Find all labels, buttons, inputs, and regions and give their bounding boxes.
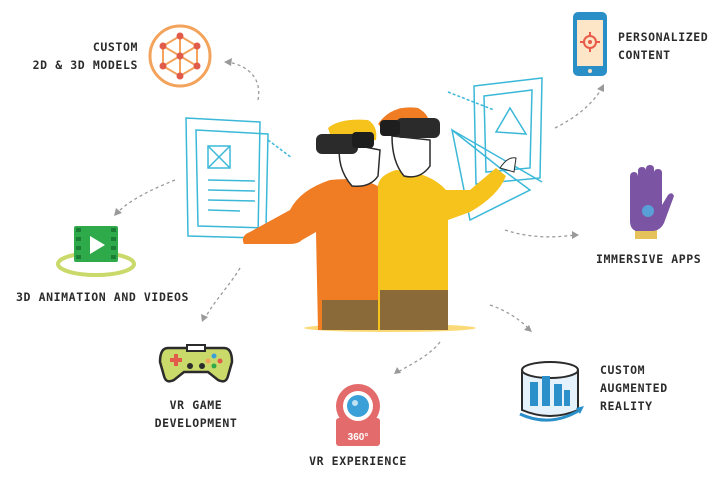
label-line: CUSTOM	[92, 40, 138, 54]
label-line: AUGMENTED	[600, 381, 668, 395]
phone-target-icon	[573, 12, 607, 76]
arrow-to-content	[554, 87, 603, 129]
video-play-icon	[56, 226, 136, 277]
connector-arrows	[117, 61, 603, 373]
gamepad-icon	[158, 344, 234, 383]
label-personalized-content: PERSONALIZED CONTENT	[618, 28, 708, 64]
label-custom-models: CUSTOM 2D & 3D MODELS	[20, 38, 138, 74]
label-line: DEVELOPMENT	[154, 416, 238, 430]
label-line: 2D & 3D MODELS	[32, 58, 138, 72]
label-line: REALITY	[600, 399, 653, 413]
label-line: CONTENT	[618, 48, 671, 62]
arrow-to-experience	[397, 341, 441, 373]
camera-badge: 360°	[348, 432, 369, 443]
arrow-to-animation	[117, 179, 176, 213]
camera-360-icon: 360°	[336, 384, 380, 446]
arrow-to-models	[227, 61, 260, 101]
arrow-to-game	[204, 267, 241, 319]
label-vr-game: VR GAME DEVELOPMENT	[140, 396, 252, 432]
arrow-to-apps	[504, 229, 576, 238]
arrow-to-ar	[489, 304, 529, 329]
ar-city-icon	[519, 361, 584, 422]
label-line: PERSONALIZED	[618, 30, 709, 44]
label-animation-videos: 3D ANIMATION AND VIDEOS	[16, 288, 189, 306]
label-line: IMMERSIVE APPS	[596, 252, 702, 266]
label-vr-experience: VR EXPERIENCE	[300, 452, 416, 470]
arrow-heads	[114, 58, 604, 374]
label-line: VR GAME	[169, 398, 223, 412]
vr-people-illustration	[185, 77, 543, 332]
label-line: VR EXPERIENCE	[309, 454, 407, 468]
label-immersive-apps: IMMERSIVE APPS	[596, 250, 701, 268]
label-line: CUSTOM	[600, 363, 646, 377]
haptic-glove-icon	[630, 165, 674, 239]
label-line: 3D ANIMATION AND VIDEOS	[16, 290, 190, 304]
label-augmented-reality: CUSTOM AUGMENTED REALITY	[600, 361, 668, 415]
molecule-model-icon	[148, 24, 212, 88]
